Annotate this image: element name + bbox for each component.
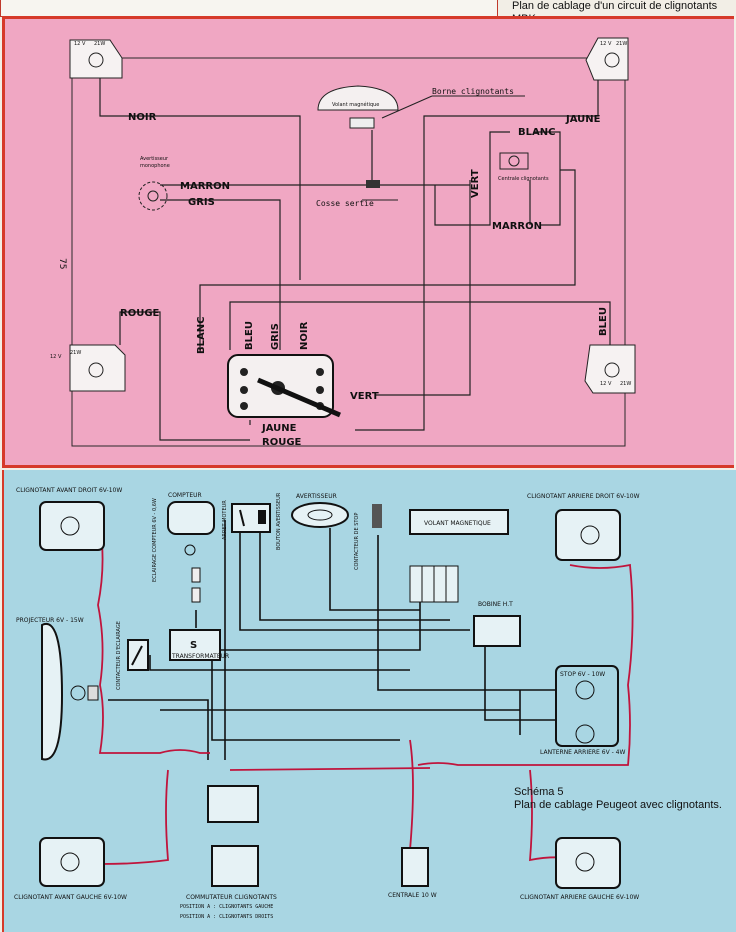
- contacteur-stop: [372, 504, 382, 528]
- wire-marron-right: MARRON: [492, 221, 542, 232]
- wire-gris-left: GRIS: [188, 197, 215, 208]
- wire-jaune-top: JAUNE: [565, 114, 601, 125]
- schema-text: Plan de cablage Peugeot avec clignotants…: [514, 799, 722, 811]
- clignotant-arriere-droit: [555, 509, 621, 561]
- clignotant-avant-gauche: [39, 837, 105, 887]
- red-wires: [97, 524, 634, 865]
- label-clign-ar-gauche: CLIGNOTANT ARRIERE GAUCHE 6V-10W: [520, 894, 639, 901]
- label-projecteur: PROJECTEUR 6V - 15W: [16, 617, 84, 624]
- wire-vert-right: VERT: [470, 169, 481, 198]
- label-bouton-avertisseur: BOUTON AVERTISSEUR: [276, 492, 282, 550]
- label-transformateur: TRANSFORMATEUR: [171, 653, 229, 660]
- wire-gris-commut: GRIS: [270, 323, 281, 350]
- schema-title: Schéma 5: [514, 786, 564, 798]
- label-bobine: BOBINE H.T: [478, 601, 513, 608]
- avertisseur-horn: Avertisseur monophone: [138, 156, 170, 211]
- label-position-gauche: POSITION A : CLIGNOTANTS GAUCHE: [180, 904, 273, 910]
- wire-marron-left: MARRON: [180, 181, 230, 192]
- centrale-clignotants: Centrale clignotants: [498, 152, 549, 182]
- svg-text:21W: 21W: [70, 350, 81, 356]
- wire-rouge-left: ROUGE: [120, 308, 160, 319]
- commutateur: [227, 354, 341, 418]
- svg-text:21W: 21W: [94, 41, 105, 47]
- wire-blanc-left: BLANC: [196, 317, 207, 354]
- label-position-droit: POSITION A : CLIGNOTANTS DROITS: [180, 914, 273, 920]
- label-contacteur-stop: CONTACTEUR DE STOP: [354, 513, 360, 570]
- label-clign-av-droit: CLIGNOTANT AVANT DROIT 6V-10W: [16, 487, 122, 494]
- wire-rouge-commut: ROUGE: [262, 437, 302, 448]
- svg-text:Volant magnétique: Volant magnétique: [332, 101, 379, 108]
- svg-text:12 V: 12 V: [50, 354, 62, 360]
- label-volant: VOLANT MAGNETIQUE: [424, 520, 491, 527]
- wire-noir-commut: NOIR: [299, 321, 310, 350]
- mbk-wiring-diagram: 75 12 V 21W 12 V 21W 12 V 21W 12 V 21W: [50, 37, 636, 448]
- volant-magnetique-box: [409, 509, 509, 603]
- label-compteur: COMPTEUR: [168, 492, 202, 499]
- cosse-label: Cosse sertie: [316, 199, 374, 208]
- svg-text:21W: 21W: [620, 381, 631, 387]
- projecteur: [41, 622, 99, 761]
- clignotant-avant-droit: [39, 501, 105, 551]
- wire-noir-top: NOIR: [128, 112, 157, 123]
- label-lanterne: LANTERNE ARRIERE 6V - 4W: [540, 749, 625, 756]
- svg-text:12 V: 12 V: [74, 41, 86, 47]
- svg-text:Centrale clignotants: Centrale clignotants: [498, 176, 549, 182]
- avertisseur: [291, 502, 349, 528]
- schema-caption: Schéma 5 Plan de cablage Peugeot avec cl…: [514, 786, 729, 812]
- wire-bleu-right: BLEU: [598, 307, 609, 336]
- transformateur: S: [169, 629, 221, 661]
- label-contacteur-eclairage: CONTACTEUR D'ECLAIRAGE: [116, 621, 122, 690]
- diagram-frame: [71, 57, 626, 447]
- label-centrale: CENTRALE 10 W: [388, 892, 437, 899]
- compteur: [167, 501, 215, 603]
- bobine: [473, 615, 521, 647]
- lamp-bottom-left: 12 V 21W: [50, 344, 126, 392]
- wire-jaune-commut: JAUNE: [261, 423, 297, 434]
- centrale: [401, 847, 429, 887]
- borne-label: Borne clignotants: [432, 87, 514, 96]
- svg-text:S: S: [190, 640, 197, 651]
- svg-text:Avertisseur: Avertisseur: [140, 156, 169, 162]
- svg-text:12 V: 12 V: [600, 41, 612, 47]
- lamp-bottom-right: 12 V 21W: [584, 344, 636, 394]
- label-clign-ar-droit: CLIGNOTANT ARRIERE DROIT 6V-10W: [527, 493, 640, 500]
- svg-text:12 V: 12 V: [600, 381, 612, 387]
- wire-bleu-commut: BLEU: [244, 321, 255, 350]
- label-clign-av-gauche: CLIGNOTANT AVANT GAUCHE 6V-10W: [14, 894, 127, 901]
- commutateur-clignotants: [207, 785, 259, 887]
- page-marker: 75: [57, 258, 67, 269]
- volant-magnetique: Volant magnétique: [317, 85, 399, 129]
- svg-text:monophone: monophone: [140, 163, 170, 169]
- lamp-top-left: 12 V 21W: [69, 39, 123, 79]
- switch-block: [231, 503, 271, 533]
- clignotant-arriere-gauche: [555, 837, 621, 889]
- label-arret-moteur: ARRET MOTEUR: [222, 500, 228, 540]
- contacteur-eclairage: [127, 639, 149, 671]
- wire-blanc-right: BLANC: [518, 127, 555, 138]
- svg-text:21W: 21W: [616, 41, 627, 47]
- label-commutateur: COMMUTATEUR CLIGNOTANTS: [186, 894, 277, 901]
- label-eclairage-compteur: ECLAIRAGE COMPTEUR 6V - 0,6W: [152, 498, 158, 582]
- wire-vert-commut: VERT: [350, 391, 379, 402]
- label-stop: STOP 6V - 10W: [560, 671, 605, 678]
- lamp-top-right: 12 V 21W: [585, 37, 629, 81]
- label-avertisseur: AVERTISSEUR: [296, 493, 337, 500]
- feu-arriere: [555, 665, 619, 747]
